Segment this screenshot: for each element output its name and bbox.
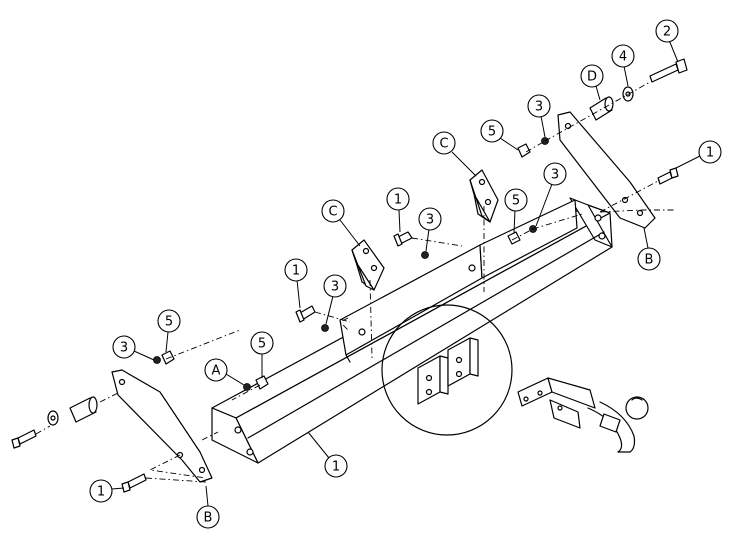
callout-label: 1 xyxy=(292,264,300,279)
callout-b-right: B xyxy=(637,227,661,271)
callout-label: 3 xyxy=(551,168,559,183)
callout-c-right: C xyxy=(432,131,477,177)
callout-1-left: 1 xyxy=(284,258,308,309)
callout-3-mid-right: 3 xyxy=(535,162,567,227)
callout-label: 3 xyxy=(535,100,543,115)
bolt-1-left xyxy=(295,305,316,323)
lock-nut-3-far-left xyxy=(153,356,161,364)
callout-label: 5 xyxy=(258,337,266,352)
angle-bracket-c-left xyxy=(351,239,385,291)
callout-label: 1 xyxy=(332,460,340,475)
callout-label: 1 xyxy=(394,193,402,208)
callout-1-right: 1 xyxy=(675,140,722,169)
lock-nut-3-center xyxy=(421,251,429,259)
callout-c-left: C xyxy=(321,199,361,247)
lock-nut-3-left xyxy=(321,324,329,332)
side-bracket-b-right xyxy=(557,111,656,229)
callout-4: 4 xyxy=(611,44,635,87)
callout-3-far-left: 3 xyxy=(112,335,155,361)
washer-bottom xyxy=(47,410,59,426)
nut-5-top xyxy=(517,143,531,158)
callout-b-left: B xyxy=(196,485,220,529)
callout-d: D xyxy=(580,64,604,101)
callout-5-lower: 5 xyxy=(250,331,274,378)
callout-label: D xyxy=(587,70,597,85)
callout-label: 5 xyxy=(488,125,496,140)
callout-label: 1 xyxy=(97,485,105,500)
callout-5-top: 5 xyxy=(480,119,519,151)
callout-label: B xyxy=(204,511,213,526)
callout-1-mid: 1 xyxy=(386,187,410,233)
callout-label: A xyxy=(212,364,221,379)
callout-label: 3 xyxy=(120,341,128,356)
bolt-1-right xyxy=(657,167,679,185)
bolt-1-mid xyxy=(393,231,413,247)
bolt-bottom-far-left xyxy=(11,429,37,449)
nut-5-far-left xyxy=(161,350,175,365)
callout-a: 1 xyxy=(307,431,348,478)
callout-label: 1 xyxy=(706,146,714,161)
callout-label: 5 xyxy=(512,194,520,209)
crossbar-rear-plate xyxy=(339,199,578,363)
side-bracket-b-left xyxy=(111,369,213,483)
assembly-lines xyxy=(35,81,676,483)
callout-5-far-left: 5 xyxy=(157,309,181,353)
detail-magnifier xyxy=(381,304,513,436)
spacer-d-top xyxy=(589,96,614,121)
spacer-bottom xyxy=(69,396,98,423)
callout-label: 5 xyxy=(165,315,173,330)
callout-1-bottom: 1 xyxy=(89,479,125,503)
callout-label: C xyxy=(328,205,337,220)
callout-3-center: 3 xyxy=(418,207,442,252)
nut-5-mid xyxy=(507,231,521,245)
angle-bracket-c-right xyxy=(469,169,499,223)
callout-label: 4 xyxy=(619,50,627,65)
bolt-2-top xyxy=(649,58,688,83)
callout-label: B xyxy=(645,253,654,268)
callout-label: 3 xyxy=(331,280,339,295)
callout-label: C xyxy=(439,137,448,152)
callout-label: 2 xyxy=(663,25,671,40)
towball-neck-assembly xyxy=(517,377,649,453)
callout-3-left-upper: 3 xyxy=(323,274,347,325)
lock-nut-3-lower xyxy=(243,383,251,391)
callout-2: 2 xyxy=(655,19,679,63)
callout-5-mid-right: 5 xyxy=(504,188,528,234)
callout-label: 3 xyxy=(426,213,434,228)
bolt-1-bottom xyxy=(121,473,147,493)
callout-3-top: 3 xyxy=(527,94,551,138)
callout-3-lower: A xyxy=(204,358,245,386)
